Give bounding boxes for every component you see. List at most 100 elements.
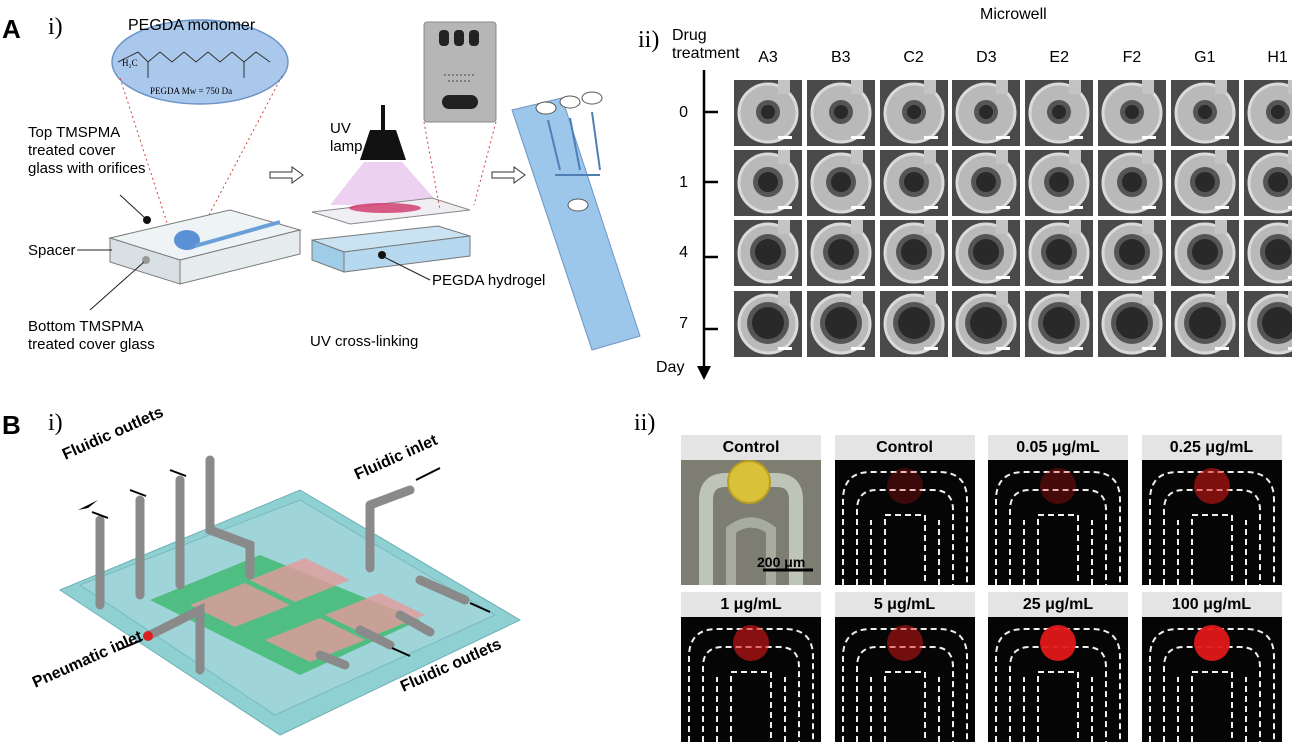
outlet-tubes-top	[95, 455, 255, 610]
step-arrow-2	[491, 166, 526, 184]
microwell-image	[1098, 291, 1166, 357]
uv-lamp-head	[360, 130, 406, 160]
microwell-image	[1098, 150, 1166, 216]
microwell-column-G1: G1	[1194, 49, 1216, 66]
microwell-image	[1243, 220, 1292, 286]
fluorescence-image	[988, 460, 1128, 585]
fluorescence-panel: 0.05 μg/mL	[988, 435, 1128, 585]
microwell-image	[1098, 220, 1166, 286]
inlet-tube	[365, 485, 415, 573]
final-chip	[511, 97, 641, 351]
microwell-column-F2: F2	[1122, 49, 1142, 66]
day-label-7: 7	[679, 315, 688, 332]
fluorescence-panel: Control	[834, 435, 975, 585]
outlet-arrow-bottom-1	[469, 602, 491, 613]
hydrogel-label: PEGDA hydrogel	[432, 272, 546, 289]
outlet-arrow-3	[169, 469, 187, 477]
microwell-image	[734, 80, 802, 146]
drug-treatment-label: Drug treatment	[672, 27, 740, 62]
mask-photo	[423, 21, 497, 123]
monomer-bubble	[111, 19, 289, 105]
microwell-image	[1243, 150, 1292, 216]
concentration-label: 0.05 μg/mL	[988, 435, 1128, 460]
microwell-column-A3: A3	[758, 49, 778, 66]
monomer-droplet	[174, 230, 200, 250]
microwell-image	[1025, 220, 1094, 286]
microwell-image	[734, 291, 802, 357]
day-axis	[697, 70, 718, 380]
fabrication-diagram	[77, 19, 641, 351]
trap-array-3	[265, 618, 365, 662]
concentration-label: Control	[834, 435, 975, 460]
outlet-arrow-bottom-2	[391, 647, 411, 657]
microwell-image	[1243, 80, 1292, 146]
concentration-label: Control	[681, 435, 821, 460]
formula-mw: PEGDA Mw = 750 Da	[150, 86, 233, 96]
microwell-image	[952, 150, 1021, 216]
fluorescence-image	[834, 617, 975, 742]
fluorescence-panel: 25 μg/mL	[988, 592, 1128, 742]
microwell-image	[879, 80, 948, 146]
microwell-image	[806, 291, 875, 357]
pipette	[194, 220, 281, 248]
microwell-image	[1243, 291, 1292, 357]
microwell-image	[1025, 150, 1094, 216]
trap-array-2	[250, 558, 350, 602]
microwell-image	[952, 80, 1021, 146]
microwell-image	[734, 220, 802, 286]
uv-beam	[330, 162, 440, 205]
fluorescence-image	[988, 617, 1128, 742]
microwell-column-E2: E2	[1049, 49, 1069, 66]
fluorescence-panel: 5 μg/mL	[834, 592, 975, 742]
hydrogel-pointer	[383, 256, 431, 281]
brightfield-image: 200 μm	[681, 460, 821, 585]
microwell-image	[1170, 291, 1239, 357]
top-glass-pointer	[119, 194, 146, 219]
concentration-label: 25 μg/mL	[988, 592, 1128, 617]
inlet-arrow	[415, 467, 441, 481]
microwell-image	[879, 150, 948, 216]
panel-b-ii-label: ii)	[634, 410, 656, 436]
fluorescence-panel: 100 μg/mL	[1141, 592, 1282, 742]
day-label-0: 0	[679, 104, 688, 121]
microwell-column-H1: H1	[1267, 49, 1288, 66]
pneumatic-arrow	[117, 639, 143, 651]
microwell-image	[879, 220, 948, 286]
outlet-tubes-bottom	[145, 575, 470, 675]
formula-left: H₂C	[122, 58, 138, 68]
uv-lamp-label: UV lamp	[330, 120, 363, 155]
day-label-1: 1	[679, 174, 688, 191]
fluorescence-panel: 0.25 μg/mL	[1141, 435, 1282, 585]
microwell-image	[806, 220, 875, 286]
microwell-image	[952, 220, 1021, 286]
fluorescence-panel: 1 μg/mL	[681, 592, 821, 742]
scale-bar-label: 200 μm	[757, 554, 806, 570]
microwell-image	[734, 150, 802, 216]
monomer-title: PEGDA monomer	[128, 17, 256, 34]
microwell-label: Microwell	[980, 6, 1047, 23]
projection-line-left	[119, 77, 171, 233]
panel-b-letter: B	[2, 410, 21, 440]
microwell-image	[806, 150, 875, 216]
microwell-column-B3: B3	[831, 49, 851, 66]
top-glass-label: Top TMSPMA treated cover glass with orif…	[28, 124, 146, 177]
concentration-label: 100 μg/mL	[1141, 592, 1282, 617]
hydrogel-side	[343, 235, 471, 273]
microwell-image	[1098, 80, 1166, 146]
microwell-image	[1170, 220, 1239, 286]
microwell-image	[1170, 150, 1239, 216]
microwell-image	[1170, 80, 1239, 146]
day-label-4: 4	[679, 244, 688, 261]
crosslink-label: UV cross-linking	[310, 333, 419, 350]
trap-array-4	[325, 593, 425, 637]
pneumatic-port	[143, 631, 153, 641]
panel-a-ii-label: ii)	[638, 27, 660, 53]
fluorescence-image	[1141, 460, 1282, 585]
microwell-image	[952, 291, 1021, 357]
projection-line-right	[199, 75, 283, 233]
step-arrow-1	[269, 166, 304, 184]
concentration-label: 1 μg/mL	[681, 592, 821, 617]
chip-schematic	[58, 455, 522, 736]
microwell-column-D3: D3	[976, 49, 997, 66]
microwell-column-C2: C2	[903, 49, 924, 66]
